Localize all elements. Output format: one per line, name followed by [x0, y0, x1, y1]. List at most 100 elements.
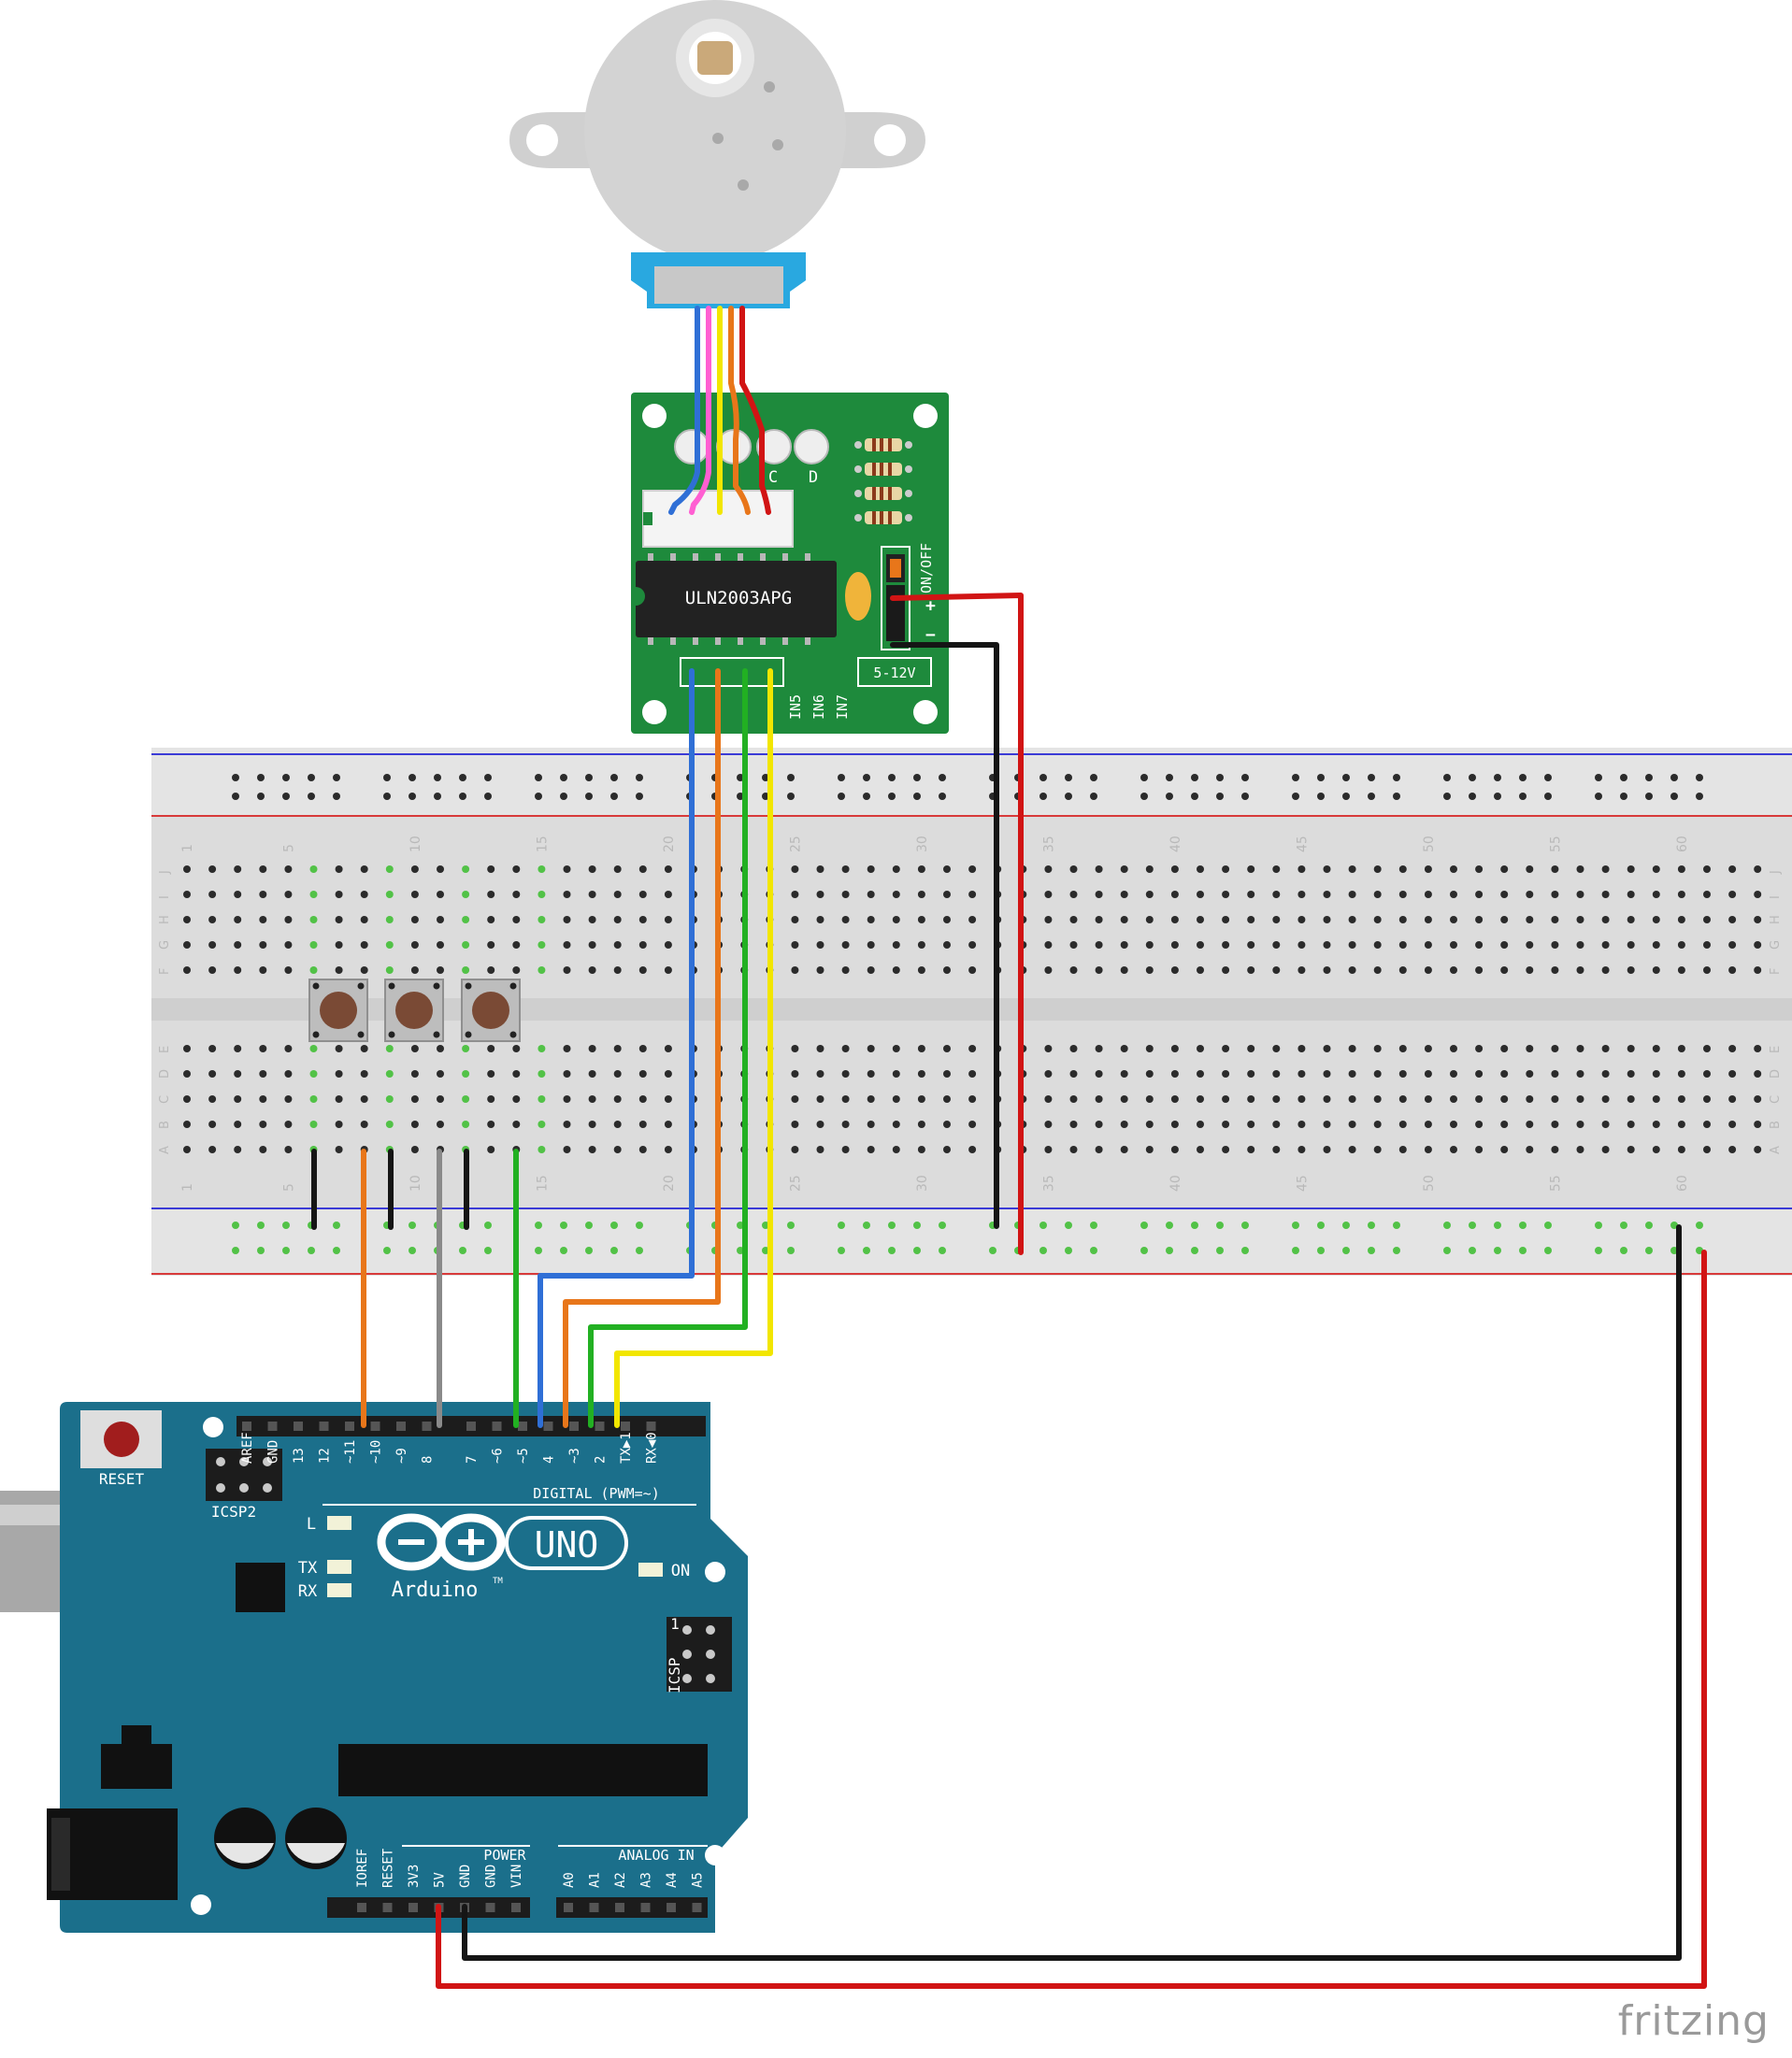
power-rail-hole[interactable]: [1494, 774, 1501, 781]
power-rail-hole[interactable]: [585, 793, 593, 800]
breadboard-hole[interactable]: [1272, 1095, 1281, 1103]
breadboard-hole[interactable]: [1373, 1095, 1382, 1103]
breadboard-hole[interactable]: [1373, 1045, 1382, 1052]
breadboard-hole[interactable]: [816, 891, 824, 898]
breadboard-hole[interactable]: [385, 865, 394, 873]
power-rail-hole[interactable]: [1443, 774, 1451, 781]
power-rail-hole[interactable]: [282, 1247, 290, 1254]
breadboard-hole[interactable]: [183, 941, 191, 949]
breadboard-hole[interactable]: [1500, 1045, 1509, 1052]
breadboard-hole[interactable]: [538, 1121, 546, 1128]
breadboard-hole[interactable]: [1475, 865, 1484, 873]
breadboard-hole[interactable]: [1754, 916, 1762, 923]
breadboard-hole[interactable]: [1044, 941, 1053, 949]
breadboard-hole[interactable]: [1450, 941, 1457, 949]
power-rail-hole[interactable]: [1494, 793, 1501, 800]
breadboard-hole[interactable]: [1095, 916, 1103, 923]
power-rail-hole[interactable]: [1140, 793, 1148, 800]
breadboard-hole[interactable]: [664, 1121, 672, 1128]
breadboard-hole[interactable]: [1551, 1121, 1559, 1128]
power-rail-hole[interactable]: [1191, 1247, 1198, 1254]
breadboard-hole[interactable]: [1373, 966, 1382, 974]
breadboard-hole[interactable]: [867, 1045, 875, 1052]
breadboard-hole[interactable]: [360, 1045, 368, 1052]
breadboard-hole[interactable]: [1348, 941, 1356, 949]
breadboard-hole[interactable]: [816, 916, 824, 923]
breadboard-hole[interactable]: [234, 1070, 242, 1078]
breadboard-hole[interactable]: [1424, 916, 1432, 923]
breadboard-hole[interactable]: [360, 1095, 368, 1103]
power-rail-hole[interactable]: [787, 1247, 795, 1254]
breadboard-hole[interactable]: [1069, 891, 1078, 898]
power-rail-hole[interactable]: [787, 774, 795, 781]
breadboard-hole[interactable]: [1120, 966, 1128, 974]
power-rail-hole[interactable]: [257, 1222, 265, 1229]
breadboard-hole[interactable]: [1069, 1070, 1078, 1078]
power-rail-hole[interactable]: [1241, 774, 1249, 781]
breadboard-hole[interactable]: [1526, 1045, 1534, 1052]
breadboard-hole[interactable]: [816, 1045, 824, 1052]
breadboard-hole[interactable]: [512, 865, 521, 873]
breadboard-hole[interactable]: [1348, 1095, 1356, 1103]
breadboard-hole[interactable]: [613, 1146, 622, 1153]
breadboard-hole[interactable]: [512, 966, 521, 974]
breadboard-hole[interactable]: [1500, 1095, 1509, 1103]
breadboard-hole[interactable]: [791, 1095, 799, 1103]
breadboard-hole[interactable]: [208, 1045, 217, 1052]
power-rail-hole[interactable]: [1039, 793, 1047, 800]
breadboard-hole[interactable]: [208, 1146, 217, 1153]
breadboard-hole[interactable]: [613, 1070, 622, 1078]
breadboard-hole[interactable]: [259, 1070, 267, 1078]
breadboard-hole[interactable]: [1044, 865, 1053, 873]
power-rail-hole[interactable]: [535, 774, 542, 781]
breadboard-hole[interactable]: [208, 865, 217, 873]
breadboard-hole[interactable]: [664, 1070, 672, 1078]
breadboard-hole[interactable]: [867, 1070, 875, 1078]
breadboard-hole[interactable]: [183, 1121, 191, 1128]
breadboard-hole[interactable]: [613, 1095, 622, 1103]
breadboard-hole[interactable]: [1348, 865, 1356, 873]
power-rail-hole[interactable]: [1443, 793, 1451, 800]
breadboard-hole[interactable]: [588, 941, 596, 949]
power-rail-hole[interactable]: [1645, 774, 1653, 781]
breadboard-hole[interactable]: [1703, 891, 1711, 898]
breadboard-hole[interactable]: [1170, 891, 1179, 898]
breadboard-hole[interactable]: [1398, 1045, 1407, 1052]
breadboard-hole[interactable]: [1703, 1070, 1711, 1078]
breadboard-hole[interactable]: [791, 1045, 799, 1052]
power-rail-hole[interactable]: [1544, 774, 1552, 781]
breadboard-hole[interactable]: [1677, 1070, 1685, 1078]
breadboard-hole[interactable]: [588, 865, 596, 873]
power-rail-hole[interactable]: [1292, 1222, 1299, 1229]
breadboard-hole[interactable]: [1069, 1146, 1078, 1153]
breadboard-hole[interactable]: [234, 1121, 242, 1128]
breadboard-hole[interactable]: [1323, 941, 1331, 949]
breadboard-hole[interactable]: [538, 1095, 546, 1103]
breadboard-hole[interactable]: [1297, 891, 1306, 898]
power-rail-hole[interactable]: [1292, 1247, 1299, 1254]
breadboard-hole[interactable]: [1095, 1121, 1103, 1128]
digital-header-pin[interactable]: [396, 1422, 406, 1431]
breadboard-hole[interactable]: [1197, 916, 1204, 923]
power-rail-hole[interactable]: [232, 1247, 239, 1254]
power-rail-hole[interactable]: [1595, 793, 1602, 800]
power-rail-hole[interactable]: [1469, 774, 1476, 781]
breadboard-hole[interactable]: [1500, 1146, 1509, 1153]
breadboard-hole[interactable]: [841, 865, 850, 873]
breadboard-hole[interactable]: [335, 1095, 343, 1103]
power-rail-hole[interactable]: [232, 1222, 239, 1229]
breadboard-hole[interactable]: [1601, 966, 1610, 974]
power-rail-hole[interactable]: [560, 1222, 567, 1229]
breadboard-hole[interactable]: [1652, 941, 1660, 949]
breadboard-hole[interactable]: [1398, 1070, 1407, 1078]
breadboard-hole[interactable]: [1272, 1070, 1281, 1078]
power-rail-hole[interactable]: [1090, 774, 1097, 781]
breadboard-hole[interactable]: [1703, 966, 1711, 974]
digital-header-pin[interactable]: [595, 1422, 605, 1431]
breadboard-hole[interactable]: [943, 891, 951, 898]
breadboard-hole[interactable]: [1677, 865, 1685, 873]
breadboard-hole[interactable]: [183, 1070, 191, 1078]
power-rail-hole[interactable]: [863, 774, 870, 781]
breadboard-hole[interactable]: [1652, 1095, 1660, 1103]
breadboard-hole[interactable]: [1120, 941, 1128, 949]
